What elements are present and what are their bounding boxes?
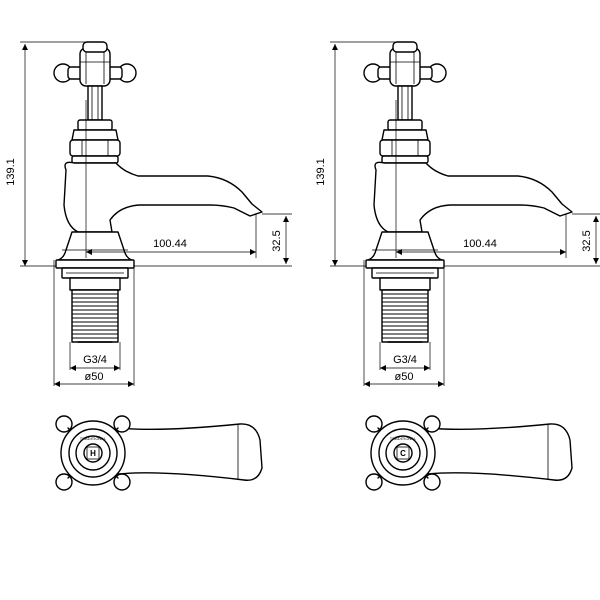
- spout-height-label: 32.5: [271, 230, 283, 251]
- cold-tap-elevation: [329, 41, 600, 388]
- reach-dimension-label: 100.44: [463, 238, 497, 250]
- thread-size-label: G3/4: [393, 354, 417, 366]
- hot-indicator-cap: TRADITIONAL H: [80, 436, 107, 460]
- thread-size-label: G3/4: [83, 354, 107, 366]
- base-diameter-label: ø50: [85, 371, 104, 383]
- height-dimension-label: 139.1: [315, 158, 327, 186]
- cap-text: TRADITIONAL: [390, 436, 417, 441]
- base-diameter-label: ø50: [395, 371, 414, 383]
- cold-indicator-cap: TRADITIONAL C: [390, 436, 417, 460]
- hot-tap-elevation: [19, 41, 293, 388]
- cap-text: TRADITIONAL: [80, 436, 107, 441]
- height-dimension-label: 139.1: [5, 158, 17, 186]
- reach-dimension-label: 100.44: [153, 238, 187, 250]
- cold-indicator-letter: C: [400, 449, 406, 458]
- spout-height-label: 32.5: [581, 230, 593, 251]
- hot-indicator-letter: H: [90, 449, 96, 458]
